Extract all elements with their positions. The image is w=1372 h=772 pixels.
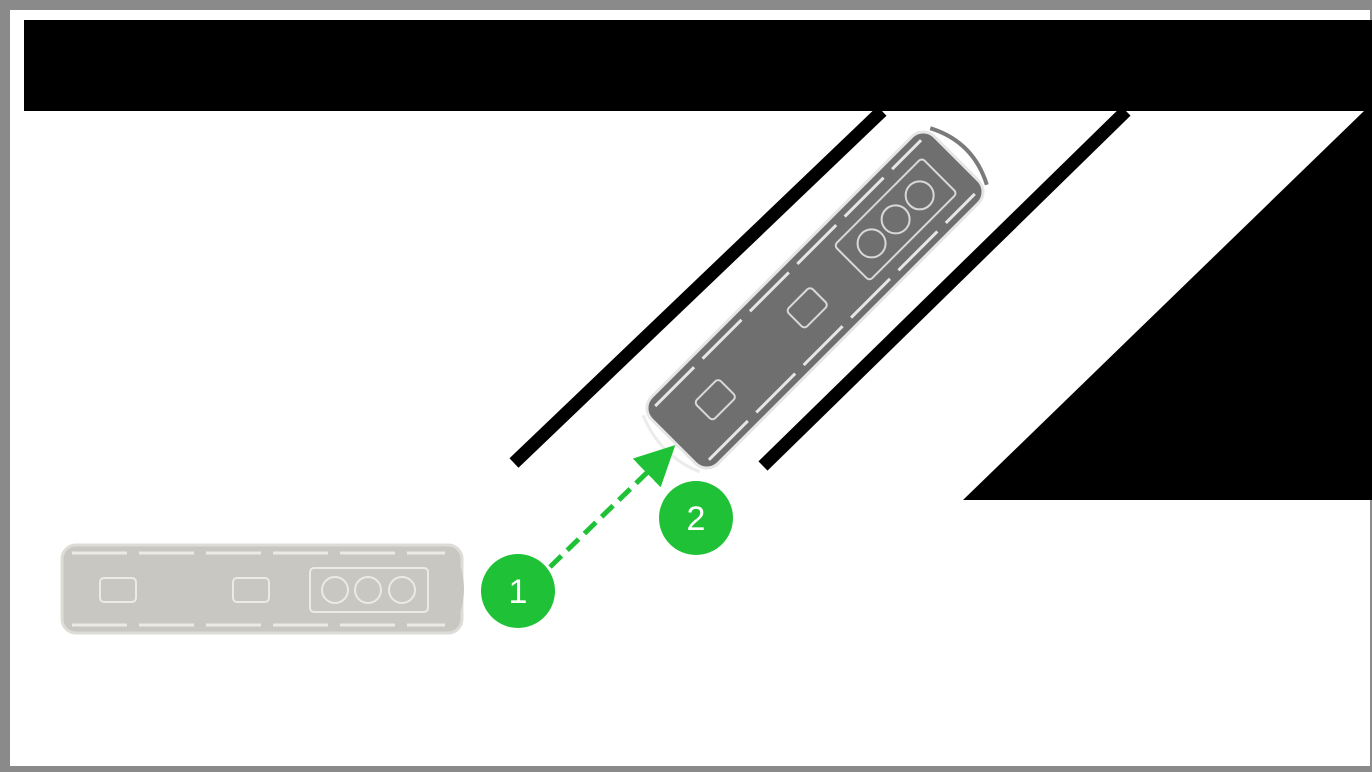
movement-arrow	[548, 445, 676, 569]
curb-wedge	[963, 111, 1372, 500]
marker-start: 1	[481, 554, 555, 628]
bus-parked	[641, 126, 989, 474]
parking-line-right	[758, 106, 1131, 471]
marker-start-label: 1	[509, 573, 528, 611]
marker-end: 2	[659, 481, 733, 555]
header-bar	[24, 20, 1372, 111]
bus-ghost	[60, 543, 464, 635]
marker-end-label: 2	[687, 500, 706, 538]
parking-line-left	[509, 106, 887, 468]
